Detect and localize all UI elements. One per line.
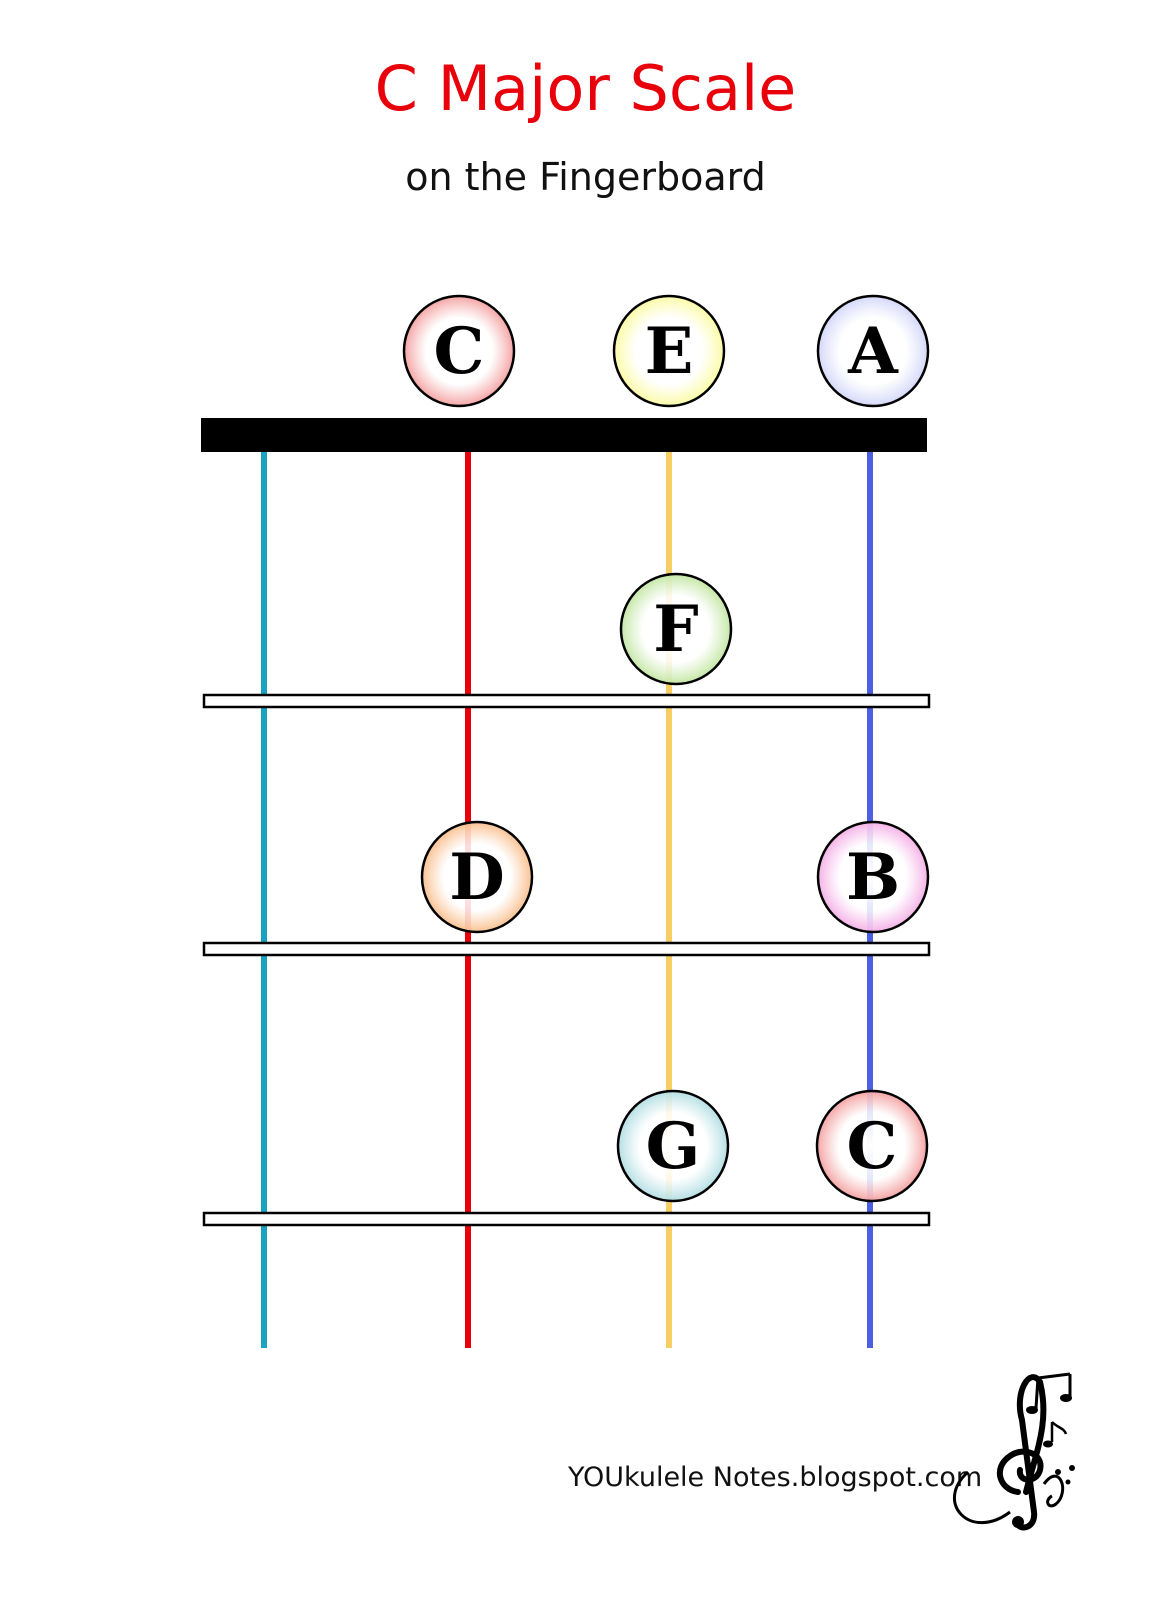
nut [201, 418, 927, 452]
note-marker: B [816, 820, 930, 934]
note-marker: C [402, 294, 516, 408]
note-circle [816, 820, 930, 934]
site-credit-text: YOUkulele Notes.blogspot.com [568, 1462, 983, 1493]
note-circle [402, 294, 516, 408]
page-title: C Major Scale [374, 52, 797, 125]
site-credit: YOUkulele Notes.blogspot.com [568, 1462, 1008, 1493]
note-marker: G [616, 1089, 730, 1203]
note-circle [612, 294, 726, 408]
note-marker: A [816, 294, 930, 408]
fret-1 [202, 693, 931, 709]
note-label: G [646, 1109, 701, 1184]
note-circle [816, 294, 930, 408]
page-subtitle: on the Fingerboard [405, 155, 766, 199]
note-circle [619, 572, 733, 686]
note-circle [815, 1089, 929, 1203]
note-marker: E [612, 294, 726, 408]
note-label: C [434, 314, 485, 389]
note-marker: C [815, 1089, 929, 1203]
note-label: E [645, 314, 694, 389]
fret-2 [202, 941, 931, 957]
treble-clef-music-notes-icon [953, 1372, 1075, 1531]
note-marker: F [619, 572, 733, 686]
note-marker: D [420, 820, 534, 934]
fret-3 [202, 1211, 931, 1227]
note-label: B [846, 840, 900, 915]
note-label: D [449, 840, 505, 915]
note-label: C [847, 1109, 898, 1184]
note-circle [420, 820, 534, 934]
note-circle [616, 1089, 730, 1203]
note-label: F [653, 592, 698, 667]
note-label: A [847, 314, 899, 389]
